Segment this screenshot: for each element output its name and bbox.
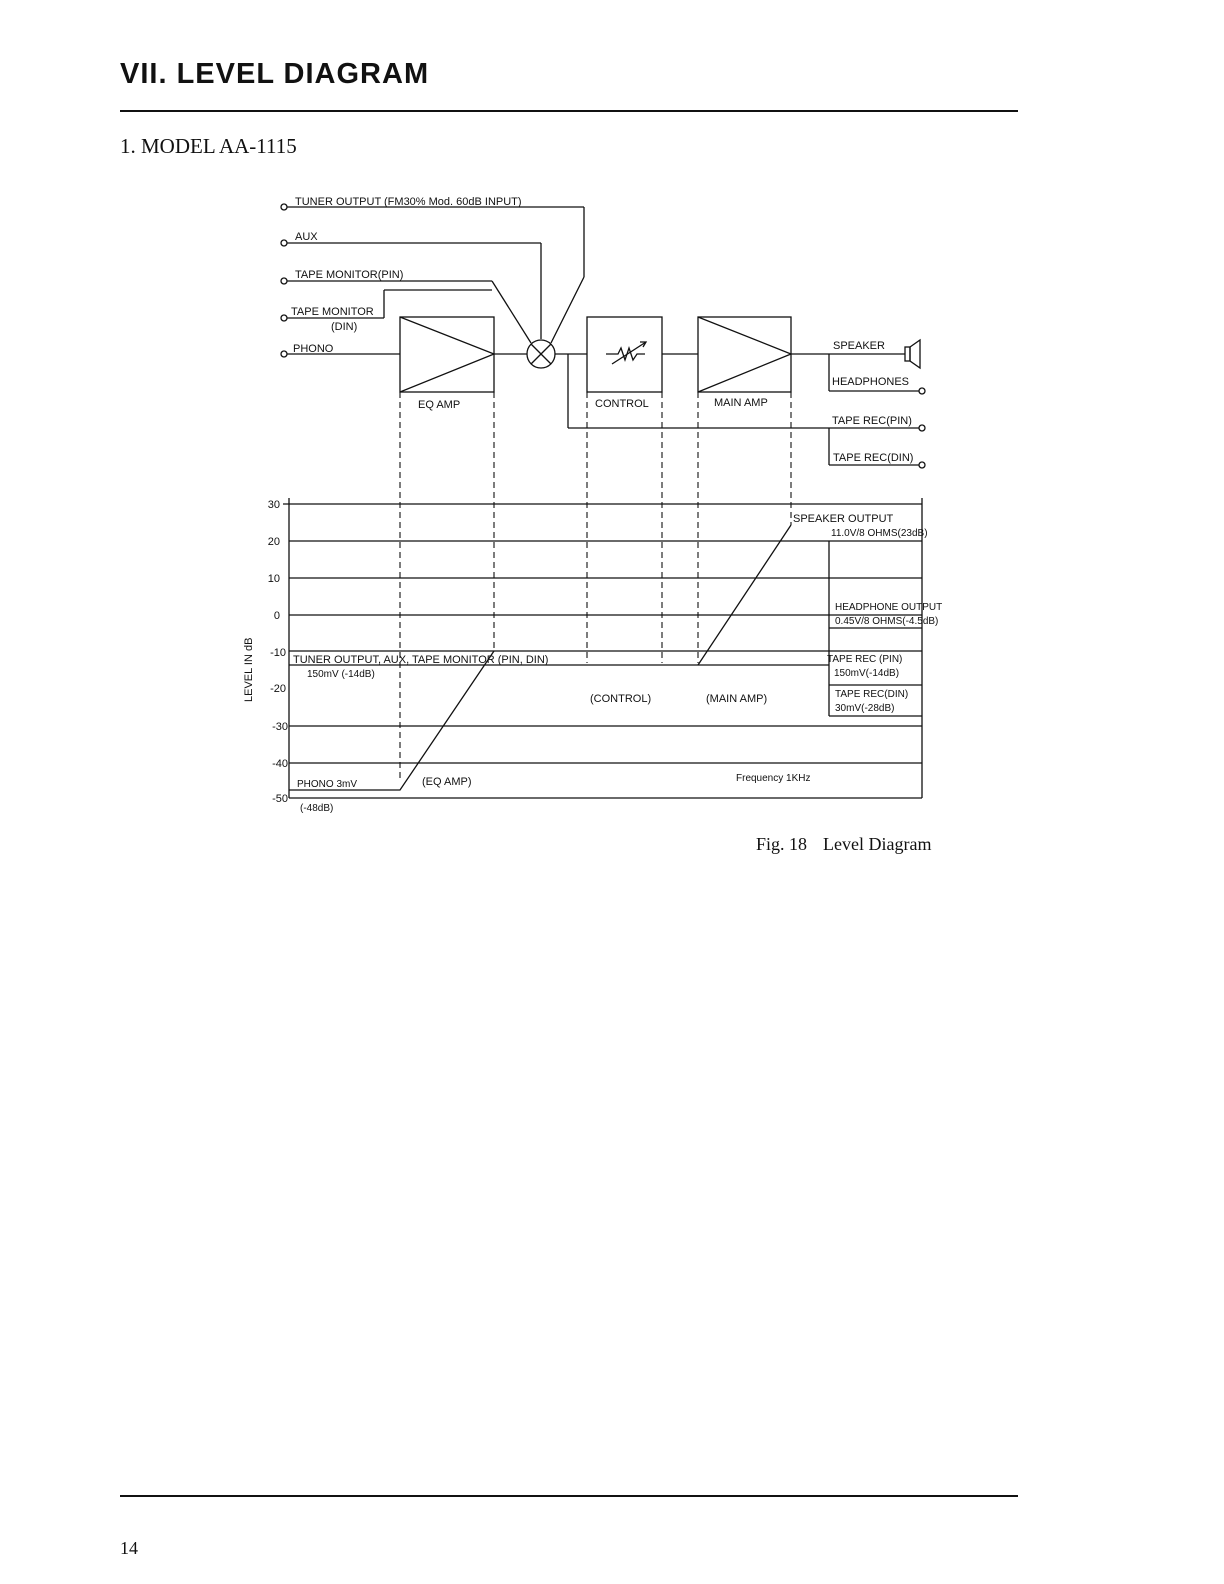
page-number: 14 (120, 1538, 138, 1558)
label-eq-amp-stage: (EQ AMP) (422, 776, 472, 788)
label-phono-input: PHONO (293, 343, 334, 355)
label-main-amp-stage: (MAIN AMP) (706, 693, 767, 705)
control-block (586, 316, 663, 393)
figure-caption-text: Level Diagram (823, 834, 932, 854)
bottom-rule (120, 1495, 1018, 1497)
phono-level-path (289, 650, 495, 791)
figure-number: Fig. 18 (756, 834, 808, 854)
label-tuner-level-value: 150mV (-14dB) (307, 669, 375, 680)
label-tape-rec-din-level: TAPE REC(DIN) (835, 689, 908, 700)
tick-30: 30 (268, 499, 280, 511)
tick-minus-10: -10 (270, 647, 286, 659)
top-rule (120, 110, 1018, 112)
label-control-stage: (CONTROL) (590, 693, 651, 705)
label-phono-db: (-48dB) (300, 803, 333, 814)
label-tape-rec-din: TAPE REC(DIN) (833, 452, 913, 464)
label-tape-rec-pin-value: 150mV(-14dB) (834, 668, 899, 679)
label-speaker-output-value: 11.0V/8 OHMS(23dB) (831, 528, 928, 539)
label-phono-level: PHONO 3mV (297, 779, 357, 790)
label-tape-din-input-1: TAPE MONITOR (291, 306, 374, 318)
label-tape-pin-input: TAPE MONITOR(PIN) (295, 269, 403, 281)
label-aux-input: AUX (295, 231, 318, 243)
y-axis-label: LEVEL IN dB (243, 638, 255, 702)
tick-minus-20: -20 (270, 683, 286, 695)
label-speaker: SPEAKER (833, 340, 885, 352)
label-headphone-output-value: 0.45V/8 OHMS(-4.5dB) (835, 616, 938, 627)
section-title: VII. LEVEL DIAGRAM (120, 58, 430, 90)
main-amp-block (697, 316, 792, 393)
label-tape-rec-din-value: 30mV(-28dB) (835, 703, 894, 714)
tick-minus-40: -40 (272, 758, 288, 770)
label-headphone-output: HEADPHONE OUTPUT (835, 602, 942, 613)
tick-minus-30: -30 (272, 721, 288, 733)
label-eq-amp: EQ AMP (418, 399, 460, 411)
tick-0: 0 (274, 610, 280, 622)
tick-minus-50: -50 (272, 793, 288, 805)
label-tape-rec-pin: TAPE REC(PIN) (832, 415, 912, 427)
label-headphones: HEADPHONES (832, 376, 909, 388)
tick-10: 10 (268, 573, 280, 585)
subsection-title: 1. MODEL AA-1115 (120, 134, 297, 158)
label-control: CONTROL (595, 398, 649, 410)
figure-caption: Fig. 18 Level Diagram (756, 834, 931, 855)
label-frequency: Frequency 1KHz (736, 773, 810, 784)
label-tuner-input: TUNER OUTPUT (FM30% Mod. 60dB INPUT) (295, 196, 522, 208)
label-speaker-output: SPEAKER OUTPUT (793, 513, 894, 525)
level-diagram: TUNER OUTPUT (FM30% Mod. 60dB INPUT) AUX… (243, 196, 942, 814)
label-tape-rec-pin-level: TAPE REC (PIN) (827, 654, 902, 665)
label-main-amp: MAIN AMP (714, 397, 768, 409)
label-tuner-level-line: TUNER OUTPUT, AUX, TAPE MONITOR (PIN, DI… (293, 654, 548, 666)
eq-amp-block (399, 316, 495, 393)
speaker-icon (904, 346, 911, 362)
main-amp-gain-path (697, 524, 792, 666)
label-tape-din-input-2: (DIN) (331, 321, 357, 333)
tick-20: 20 (268, 536, 280, 548)
